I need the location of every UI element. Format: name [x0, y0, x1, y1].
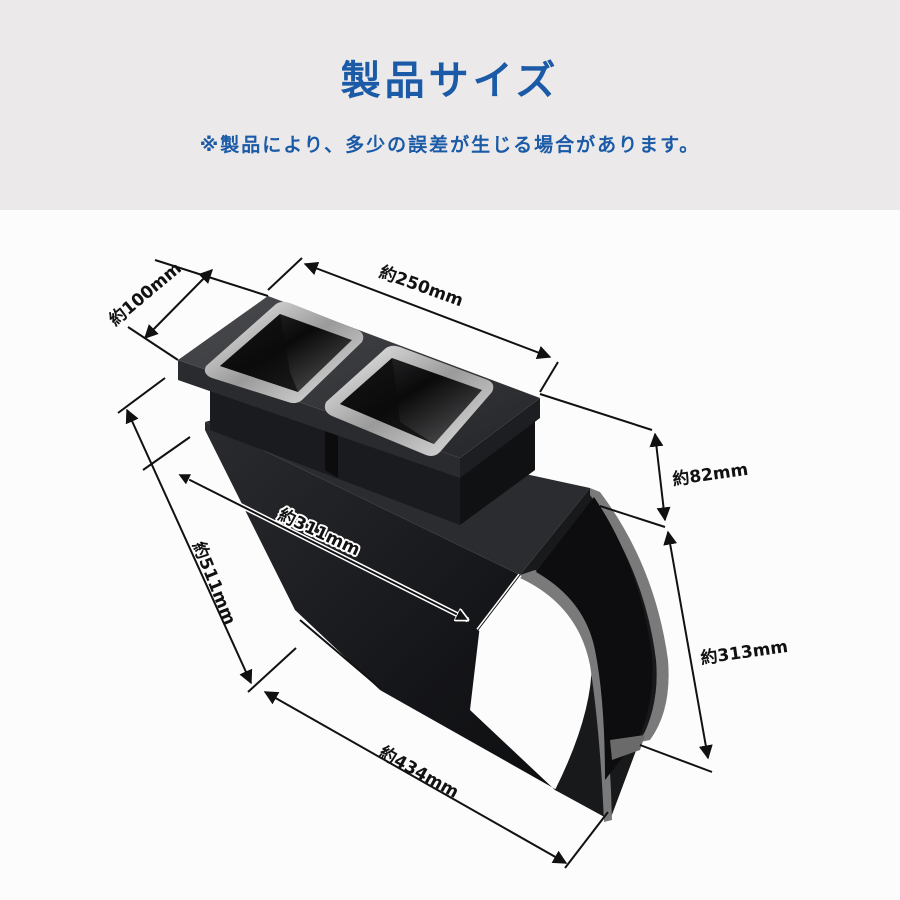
extension-line: [539, 393, 653, 431]
extension-line: [539, 361, 559, 393]
extension-line: [267, 257, 303, 291]
size-disclaimer-note: ※製品により、多少の誤差が生じる場合があります。: [199, 134, 701, 156]
arrow-width-top: [303, 261, 552, 360]
arrow-bottom-length: [263, 691, 568, 864]
header-band: 製品サイズ ※製品により、多少の誤差が生じる場合があります。: [0, 0, 900, 210]
extension-line: [127, 326, 179, 361]
extension-line: [564, 811, 609, 869]
extension-line: [299, 619, 381, 689]
dimension-lines: [117, 257, 713, 869]
extension-line: [142, 436, 191, 471]
extension-line: [247, 647, 297, 693]
arrow-holder-height: [649, 432, 671, 522]
extension-line: [639, 744, 713, 773]
arrow-back-height: [663, 530, 713, 760]
arrow-depth-top: [144, 269, 213, 339]
product-illustration: [117, 257, 713, 869]
right-cup-holder: [324, 345, 494, 456]
extension-line: [599, 505, 666, 528]
extension-line: [117, 377, 166, 414]
product-dimension-diagram: 約100mm 約250mm 約82mm 約311mm 約511mm 約313mm…: [0, 210, 900, 900]
dimension-line-body-width: [178, 471, 522, 632]
page-title: 製品サイズ: [340, 58, 560, 104]
